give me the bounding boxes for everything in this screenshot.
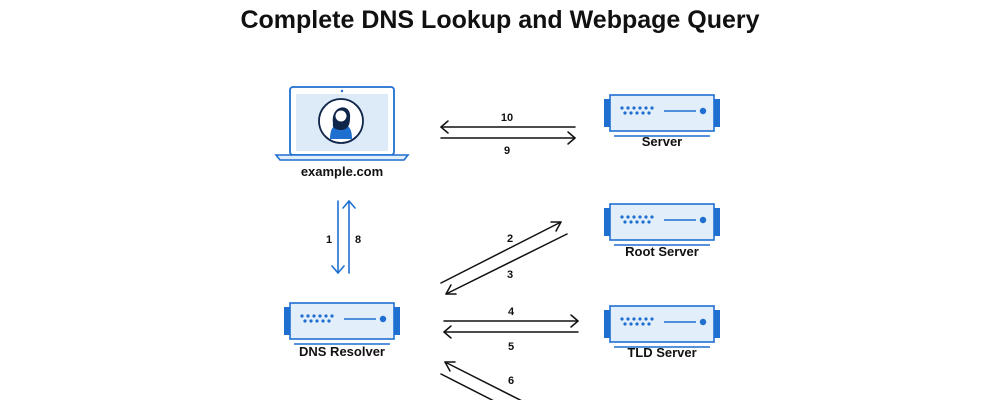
arrow-step-5: [443, 325, 579, 339]
laptop-user-icon: [274, 86, 410, 161]
arrow-step-4: [443, 314, 579, 328]
arrow-step-6: [444, 361, 522, 400]
root-server-label: Root Server: [625, 244, 699, 259]
arrow-step-3: [445, 233, 568, 295]
root-server-icon: [603, 203, 721, 246]
arrow-step-8: [342, 200, 356, 274]
tld-server-icon: [603, 305, 721, 348]
step-label-5: 5: [508, 341, 514, 353]
step-label-4: 4: [508, 306, 515, 318]
step-label-1: 1: [326, 234, 332, 246]
client-label: example.com: [301, 164, 383, 179]
step-label-2: 2: [507, 233, 513, 245]
arrow-step-2: [440, 221, 562, 284]
dns-resolver-icon: [283, 302, 401, 345]
step-label-8: 8: [355, 234, 361, 246]
step-label-6: 6: [508, 375, 514, 387]
arrow-step-10: [440, 120, 576, 134]
arrow-step-9: [440, 131, 576, 145]
server-label: Server: [642, 134, 682, 149]
tld-server-label: TLD Server: [627, 345, 696, 360]
web-server-icon: [603, 94, 721, 137]
arrow-step-7-partial: [440, 373, 494, 400]
arrow-step-1: [331, 200, 345, 274]
step-label-10: 10: [501, 112, 513, 124]
dns-resolver-label: DNS Resolver: [299, 344, 385, 359]
page-title: Complete DNS Lookup and Webpage Query: [240, 6, 760, 34]
step-label-9: 9: [504, 145, 510, 157]
step-label-3: 3: [507, 269, 513, 281]
